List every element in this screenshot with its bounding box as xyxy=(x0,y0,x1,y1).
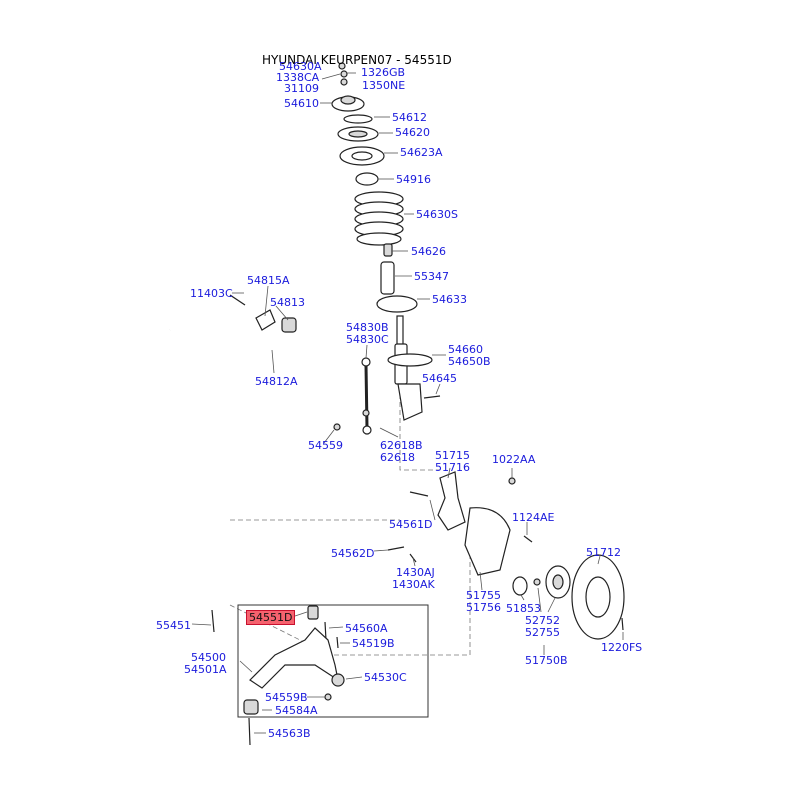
part-label-54501A[interactable]: 54501A xyxy=(184,663,227,676)
part-label-54660[interactable]: 54660 xyxy=(448,343,483,356)
bolt-icon xyxy=(423,395,441,399)
part-label-54626[interactable]: 54626 xyxy=(411,245,446,258)
part-label-54630S[interactable]: 54630S xyxy=(416,208,458,221)
lower-control-arm-icon xyxy=(249,627,345,689)
part-label-1430AJ[interactable]: 1430AJ xyxy=(396,566,435,579)
steering-knuckle-icon xyxy=(437,471,466,531)
bolt-icon xyxy=(211,609,215,633)
part-label-51712[interactable]: 51712 xyxy=(586,546,621,559)
part-label-54620[interactable]: 54620 xyxy=(395,126,430,139)
lower-arm-rear-bushing-icon xyxy=(243,699,259,715)
page-title: HYUNDAI KEURPEN07 - 54551D xyxy=(262,53,452,67)
part-label-1022AA[interactable]: 1022AA xyxy=(492,453,536,466)
part-label-54815A[interactable]: 54815A xyxy=(247,274,290,287)
leader-lines xyxy=(191,72,624,734)
nut-icon xyxy=(508,477,516,485)
part-label-11403C[interactable]: 11403C xyxy=(190,287,233,300)
wheel-hub-icon xyxy=(545,565,571,599)
part-label-54630A[interactable]: 54630A xyxy=(279,60,322,73)
screw-icon xyxy=(621,617,624,631)
part-label-54561D[interactable]: 54561D xyxy=(389,518,433,531)
part-label-54623A[interactable]: 54623A xyxy=(400,146,443,159)
part-label-1220FS[interactable]: 1220FS xyxy=(601,641,643,654)
stabilizer-bushing-icon xyxy=(281,317,297,333)
bearing-plate-icon xyxy=(337,126,379,142)
assembly-guide-line xyxy=(399,330,440,471)
part-label-31109[interactable]: 31109 xyxy=(284,82,319,95)
bump-stopper-icon xyxy=(383,243,393,257)
part-label-1338CA[interactable]: 1338CA xyxy=(276,71,320,84)
part-label-51853[interactable]: 51853 xyxy=(506,602,541,615)
part-label-54916[interactable]: 54916 xyxy=(396,173,431,186)
part-label-54633[interactable]: 54633 xyxy=(432,293,467,306)
bolt-icon xyxy=(409,491,429,497)
part-label-62618[interactable]: 62618 xyxy=(380,451,415,464)
part-label-54551D-highlighted[interactable]: 54551D xyxy=(246,610,296,625)
part-label-54830C[interactable]: 54830C xyxy=(346,333,389,346)
coil-spring-icon xyxy=(354,191,404,246)
spring-upper-seat-icon xyxy=(339,146,385,166)
part-label-54830B[interactable]: 54830B xyxy=(346,321,389,334)
assembly-guide-line xyxy=(300,530,471,656)
part-label-54650B[interactable]: 54650B xyxy=(448,355,491,368)
part-label-55451[interactable]: 55451 xyxy=(156,619,191,632)
part-label-54559B[interactable]: 54559B xyxy=(265,691,308,704)
part-label-52752[interactable]: 52752 xyxy=(525,614,560,627)
wheel-bolt-icon xyxy=(533,578,541,586)
screw-icon xyxy=(523,535,533,543)
part-label-55347[interactable]: 55347 xyxy=(414,270,449,283)
nut-icon xyxy=(324,693,332,701)
spring-lower-pad-icon xyxy=(376,295,418,313)
bolt-icon xyxy=(248,717,251,746)
strut-mount-icon xyxy=(331,95,365,112)
part-label-54562D[interactable]: 54562D xyxy=(331,547,375,560)
strut-assembly-icon xyxy=(387,315,433,421)
lower-arm-bushing-icon xyxy=(307,605,319,620)
part-label-54813[interactable]: 54813 xyxy=(270,296,305,309)
stabilizer-bar-icon xyxy=(169,320,337,424)
spring-pad-icon xyxy=(355,172,379,186)
washer-icon xyxy=(343,114,373,124)
part-label-54500[interactable]: 54500 xyxy=(191,651,226,664)
part-label-52755[interactable]: 52755 xyxy=(525,626,560,639)
part-label-62618B[interactable]: 62618B xyxy=(380,439,423,452)
dust-cover-icon xyxy=(380,261,395,295)
brake-dust-cover-icon xyxy=(464,507,511,576)
part-label-1430AK[interactable]: 1430AK xyxy=(392,578,435,591)
part-label-54812A[interactable]: 54812A xyxy=(255,375,298,388)
part-label-51755[interactable]: 51755 xyxy=(466,589,501,602)
part-label-54563B[interactable]: 54563B xyxy=(268,727,311,740)
part-label-51756[interactable]: 51756 xyxy=(466,601,501,614)
part-label-54645[interactable]: 54645 xyxy=(422,372,457,385)
bolt-icon xyxy=(324,621,327,641)
part-label-54584A[interactable]: 54584A xyxy=(275,704,318,717)
lower-arm-assembly-box xyxy=(237,604,429,718)
part-label-51715[interactable]: 51715 xyxy=(435,449,470,462)
part-label-1326GB[interactable]: 1326GB xyxy=(361,66,406,79)
bolt-icon xyxy=(387,546,405,551)
brake-disc-icon xyxy=(571,554,625,640)
part-label-54610[interactable]: 54610 xyxy=(284,97,319,110)
part-label-54530C[interactable]: 54530C xyxy=(364,671,407,684)
nut-icon xyxy=(362,409,370,417)
stabilizer-link-icon xyxy=(361,357,372,435)
part-label-54559[interactable]: 54559 xyxy=(308,439,343,452)
nut-icon xyxy=(333,423,341,431)
bolt-icon xyxy=(336,636,339,649)
part-label-54560A[interactable]: 54560A xyxy=(345,622,388,635)
part-label-54612[interactable]: 54612 xyxy=(392,111,427,124)
strut-top-nuts-icon xyxy=(338,62,348,86)
part-label-51750B[interactable]: 51750B xyxy=(525,654,568,667)
part-label-54519B[interactable]: 54519B xyxy=(352,637,395,650)
part-label-1350NE[interactable]: 1350NE xyxy=(362,79,406,92)
bolt-icon xyxy=(229,294,246,306)
snap-ring-icon xyxy=(512,576,528,596)
part-label-51716[interactable]: 51716 xyxy=(435,461,470,474)
part-label-1124AE[interactable]: 1124AE xyxy=(512,511,555,524)
